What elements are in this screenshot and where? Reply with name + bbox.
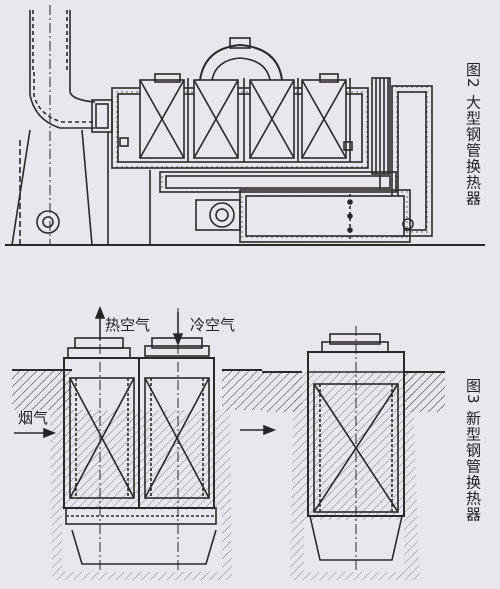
cold-air-label: 冷空气 <box>190 316 236 334</box>
hot-air-label: 热空气 <box>105 316 151 334</box>
figure3-caption: 图3 新型钢管换热器 <box>464 378 482 523</box>
left-exchanger-unit <box>14 305 217 570</box>
right-exchanger-unit <box>307 326 405 570</box>
flue-gas-label: 烟气 <box>18 409 49 427</box>
figure2-caption: 图2 大型钢管换热器 <box>464 62 482 207</box>
figure3-drawing <box>12 305 445 580</box>
chimney <box>5 5 485 246</box>
exchanger-body <box>111 78 369 169</box>
figure2-drawing <box>5 5 485 246</box>
